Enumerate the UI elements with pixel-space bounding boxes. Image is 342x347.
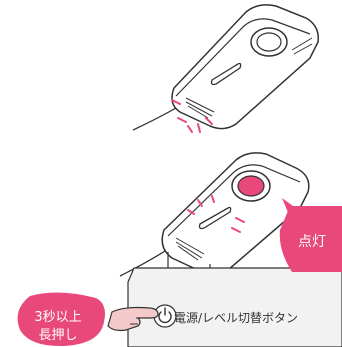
lit-label: 点灯 xyxy=(298,234,326,250)
device-bottom xyxy=(119,152,310,277)
grille-top xyxy=(185,37,313,119)
glow-rays-bottom xyxy=(187,195,245,233)
power-icon xyxy=(158,307,172,324)
callout-box xyxy=(127,267,342,347)
power-button-caption: 電源/レベル切替ボタン xyxy=(174,311,299,325)
lit-callout xyxy=(279,198,342,272)
grille-bottom xyxy=(175,237,205,261)
indicator-slot-bottom xyxy=(198,206,232,230)
indicator-slot-top xyxy=(210,62,242,86)
press-hold-label-line2: 長押し xyxy=(38,328,78,343)
press-hold-label-line1: 3秒以上 xyxy=(34,310,82,325)
finger-icon xyxy=(107,306,159,332)
power-button-callout xyxy=(127,252,342,347)
lit-pointer xyxy=(279,206,342,272)
device-side-bottom xyxy=(167,164,301,237)
press-hold-badge xyxy=(17,292,106,347)
device-top xyxy=(132,4,319,133)
glow-rays-top xyxy=(171,99,213,133)
device-side-top xyxy=(175,18,311,97)
